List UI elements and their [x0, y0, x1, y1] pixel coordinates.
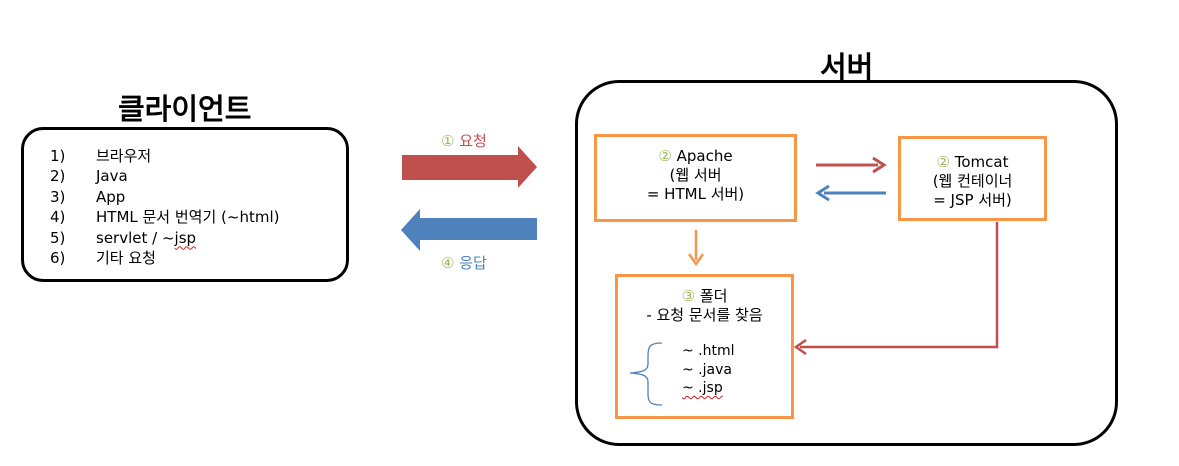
list-item: 3)App: [50, 187, 126, 206]
apache-label: ② Apache (웹 서버 = HTML 서버): [646, 147, 745, 203]
tomcat-box: [898, 136, 1047, 221]
request-arrow: [402, 146, 537, 188]
response-label: ④ 응답: [441, 254, 487, 272]
list-item: ~ .html: [682, 343, 735, 359]
list-item: ~ .java: [682, 361, 732, 378]
apache-box: [594, 134, 797, 222]
curly-brace: [629, 342, 663, 406]
list-item: 6)기타 요청: [50, 249, 156, 268]
list-item: ~ .jsp: [682, 380, 723, 396]
server-title: 서버: [820, 50, 874, 84]
server-box: [575, 80, 1118, 446]
client-box: [21, 127, 349, 282]
client-list: 1)브라우저 2)Java 3)App 4)HTML 문서 번역기 (~html…: [50, 146, 280, 268]
list-item: 2)Java: [50, 167, 128, 186]
tomcat-to-folder-arrow: [800, 222, 999, 349]
extension-list: ~ .html ~ .java ~ .jsp: [682, 342, 735, 398]
tomcat-label: ② Tomcat (웹 컨테이너 = JSP 서버): [932, 153, 1013, 209]
folder-box: [615, 274, 794, 419]
response-arrow: [401, 209, 537, 251]
request-label: ① 요청: [441, 132, 487, 150]
list-item: 5)servlet / ~jsp: [50, 228, 197, 247]
folder-label: ③ 폴더 - 요청 문서를 찾음: [646, 287, 763, 324]
client-title: 클라이언트: [118, 92, 252, 126]
list-item: 1)브라우저: [50, 147, 152, 165]
list-item: 4)HTML 문서 번역기 (~html): [50, 208, 280, 227]
